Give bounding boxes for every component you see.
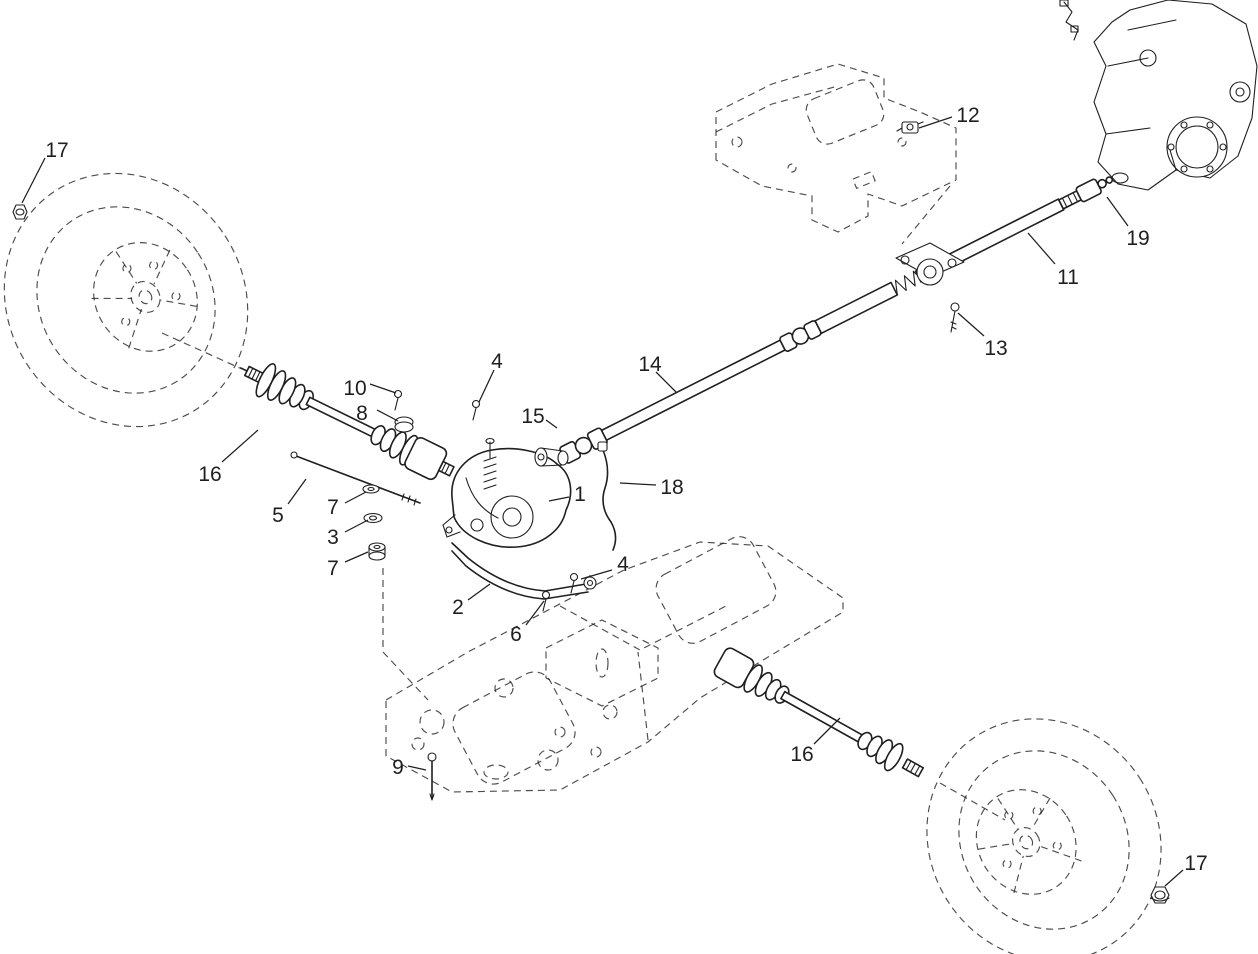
callout-6: 6 <box>510 623 522 646</box>
callout-13: 13 <box>984 337 1007 360</box>
support-rod <box>290 451 421 506</box>
right-wheel-phantom <box>926 718 1162 954</box>
callout-10: 10 <box>343 377 366 400</box>
drive-shaft <box>559 176 1114 464</box>
callout-2: 2 <box>452 596 464 619</box>
chassis-frame-phantom <box>385 536 844 793</box>
callout-14: 14 <box>638 353 662 376</box>
callout-16-left: 16 <box>198 463 221 486</box>
callout-labels: 17 10 8 4 15 14 12 19 11 13 18 1 16 5 7 … <box>45 104 1207 875</box>
left-cv-axle <box>239 363 455 481</box>
vent-cable <box>597 441 617 551</box>
cap-washer-8 <box>394 416 414 433</box>
callout-7-lower: 7 <box>327 557 339 580</box>
callout-1: 1 <box>574 483 586 506</box>
shift-bracket <box>451 542 597 600</box>
callout-15: 15 <box>521 405 544 428</box>
callout-3: 3 <box>327 526 339 549</box>
screw-6 <box>541 590 551 612</box>
differential-gearbox <box>442 437 572 548</box>
right-cv-axle <box>713 647 925 778</box>
callout-17-topleft: 17 <box>45 139 68 162</box>
transmission <box>1059 0 1258 191</box>
callout-leader-lines <box>21 116 1184 887</box>
callout-17-bottomright: 17 <box>1184 852 1207 875</box>
callout-7-upper: 7 <box>327 496 339 519</box>
frame-clip <box>896 121 924 134</box>
washer-3 <box>363 512 383 524</box>
lock-nut-17-bottomright <box>1150 886 1170 904</box>
callout-12: 12 <box>956 104 979 127</box>
callout-16-right: 16 <box>790 743 813 766</box>
callout-4-upper: 4 <box>491 350 503 373</box>
callout-4-lower: 4 <box>617 553 629 576</box>
callout-19: 19 <box>1126 227 1149 250</box>
bearing-carrier <box>895 242 965 286</box>
screw-4-upper <box>471 399 481 421</box>
carrier-bolt <box>950 302 960 333</box>
hitch-pin-9 <box>427 752 437 801</box>
callout-8: 8 <box>356 402 368 425</box>
flange-screw-10 <box>393 389 403 411</box>
screw-4-lower <box>569 572 579 594</box>
assembly-centerlines <box>161 185 1006 821</box>
frame-bracket-phantom <box>715 63 957 233</box>
callout-18: 18 <box>660 476 683 499</box>
output-fitting <box>534 447 569 467</box>
washer-7-upper <box>362 484 380 494</box>
callout-5: 5 <box>272 504 284 527</box>
left-wheel-phantom <box>3 172 249 428</box>
callout-11: 11 <box>1057 266 1079 289</box>
callout-9: 9 <box>392 756 404 779</box>
lock-nut-17-topleft <box>12 204 28 220</box>
bushing-7-lower <box>368 542 386 561</box>
